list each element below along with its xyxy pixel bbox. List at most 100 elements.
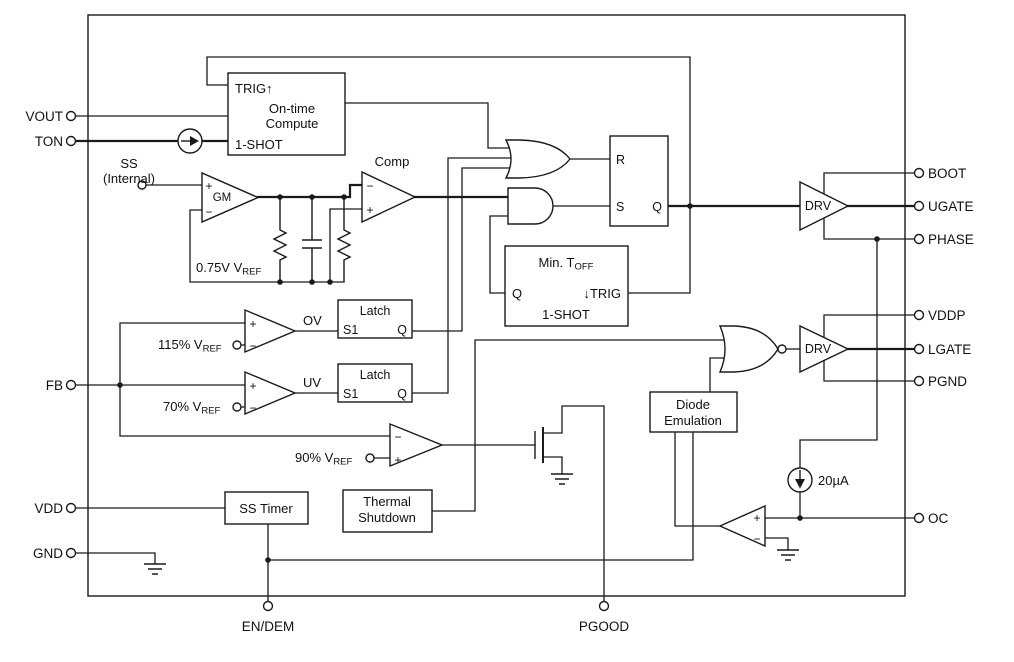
ugate-drv-label: DRV	[805, 199, 832, 213]
pin-label-pgood: PGOOD	[579, 619, 630, 634]
ov-comparator	[244, 308, 297, 354]
pin-label-phase: PHASE	[928, 232, 974, 247]
on-time-line2: Compute	[266, 116, 319, 131]
pin-label-boot: BOOT	[928, 166, 966, 181]
vref-70-label: 70% VREF	[163, 399, 221, 417]
oc-current-label: 20µA	[818, 473, 849, 488]
ov-latch-block	[337, 299, 413, 339]
chip-boundary	[87, 14, 906, 597]
vref-90-terminal	[365, 453, 375, 463]
oc-pin	[913, 512, 925, 524]
ss-internal-line1: SS	[120, 156, 138, 171]
gnd-ground-symbol	[144, 563, 166, 575]
diode-emulation-block	[649, 391, 738, 433]
pin-label-vdd: VDD	[34, 501, 63, 516]
gm-minus-sign: −	[205, 205, 212, 219]
pgood-90-comparator	[389, 422, 444, 468]
lgate-pin	[913, 343, 925, 355]
uv-comparator	[244, 370, 297, 416]
sr-latch-block	[609, 135, 669, 227]
uv-latch-block	[337, 363, 413, 403]
en-dem-pin	[262, 600, 274, 612]
gnd-pin	[65, 547, 77, 559]
vref-115-label: 115% VREF	[158, 337, 222, 355]
pin-label-fb: FB	[46, 378, 63, 393]
on-time-line1: On-time	[269, 101, 315, 116]
mosfet-ground-symbol	[551, 473, 573, 485]
oc-ground-symbol	[777, 549, 799, 561]
comp-label: Comp	[375, 154, 410, 169]
compensation-resistor-1-symbol	[272, 197, 288, 282]
vddp-pin	[913, 309, 925, 321]
phase-pin	[913, 233, 925, 245]
sr-latch-s-label: S	[616, 200, 624, 214]
pin-label-gnd: GND	[33, 546, 63, 561]
pin-label-pgnd: PGND	[928, 374, 967, 389]
pgood-mosfet-symbol	[534, 427, 544, 463]
pin-label-vout: VOUT	[25, 109, 63, 124]
ov-minus-sign: −	[249, 339, 256, 353]
gm-error-amplifier	[201, 171, 260, 224]
sr-latch-q-label: Q	[652, 200, 662, 214]
vdd-pin	[65, 502, 77, 514]
lgate-drv-label: DRV	[805, 342, 832, 356]
boot-pin	[913, 167, 925, 179]
ov-latch-s1-label: S1	[343, 323, 358, 337]
ss-internal-line2: (Internal)	[103, 171, 155, 186]
diode-line1: Diode	[676, 397, 710, 412]
pin-label-vddp: VDDP	[928, 308, 966, 323]
ss-timer-block	[224, 491, 309, 525]
and-gate	[507, 187, 554, 225]
gm-label: GM	[213, 192, 232, 204]
thermal-line2: Shutdown	[358, 510, 416, 525]
nor-gate	[718, 325, 779, 373]
ton-pin	[65, 135, 77, 147]
nor-gate-bubble	[777, 344, 787, 354]
compensation-resistor-2-symbol	[336, 197, 352, 282]
oc-comparator	[718, 504, 766, 548]
diode-line2: Emulation	[664, 413, 722, 428]
vref-115-terminal	[232, 340, 242, 350]
ugate-pin	[913, 200, 925, 212]
pgood-pin	[598, 600, 610, 612]
or-gate	[504, 139, 571, 179]
ov-label: OV	[303, 313, 322, 328]
uv-latch-q-label: Q	[397, 387, 407, 401]
pwm-comparator	[361, 170, 417, 224]
lgate-driver	[799, 324, 850, 374]
pin-label-lgate: LGATE	[928, 342, 971, 357]
uv-minus-sign: −	[249, 401, 256, 415]
gm-plus-sign: +	[205, 179, 212, 193]
min-toff-oneshot-label: 1-SHOT	[542, 307, 590, 322]
min-toff-q-label: Q	[512, 286, 522, 301]
ov-latch-title: Latch	[360, 304, 391, 318]
ov-latch-q-label: Q	[397, 323, 407, 337]
vref-70-terminal	[232, 402, 242, 412]
uv-latch-s1-label: S1	[343, 387, 358, 401]
oc-plus-sign: +	[753, 511, 760, 525]
comp-plus-sign: +	[366, 203, 373, 217]
oc-current-source-symbol	[787, 467, 813, 493]
vref-075-label: 0.75V VREF	[196, 260, 261, 278]
uv-plus-sign: +	[249, 379, 256, 393]
thermal-line1: Thermal	[363, 494, 411, 509]
junction-dots	[117, 194, 880, 563]
ss-timer-label: SS Timer	[239, 501, 293, 516]
pin-label-ugate: UGATE	[928, 199, 974, 214]
on-time-oneshot-label: 1-SHOT	[235, 137, 283, 152]
wires	[74, 56, 916, 603]
pg-plus-sign: +	[394, 453, 401, 467]
uv-latch-title: Latch	[360, 368, 391, 382]
pgnd-pin	[913, 375, 925, 387]
vref-90-label: 90% VREF	[295, 450, 353, 468]
min-toff-title: Min. TOFF	[539, 255, 594, 273]
on-time-trig-label: TRIG↑	[235, 81, 273, 96]
pg-minus-sign: −	[394, 430, 401, 444]
uv-label: UV	[303, 375, 321, 390]
ton-current-source-symbol	[177, 128, 203, 154]
ugate-driver	[799, 180, 850, 232]
vout-pin	[65, 110, 77, 122]
ss-internal-terminal	[137, 180, 147, 190]
thermal-shutdown-block	[342, 489, 433, 533]
